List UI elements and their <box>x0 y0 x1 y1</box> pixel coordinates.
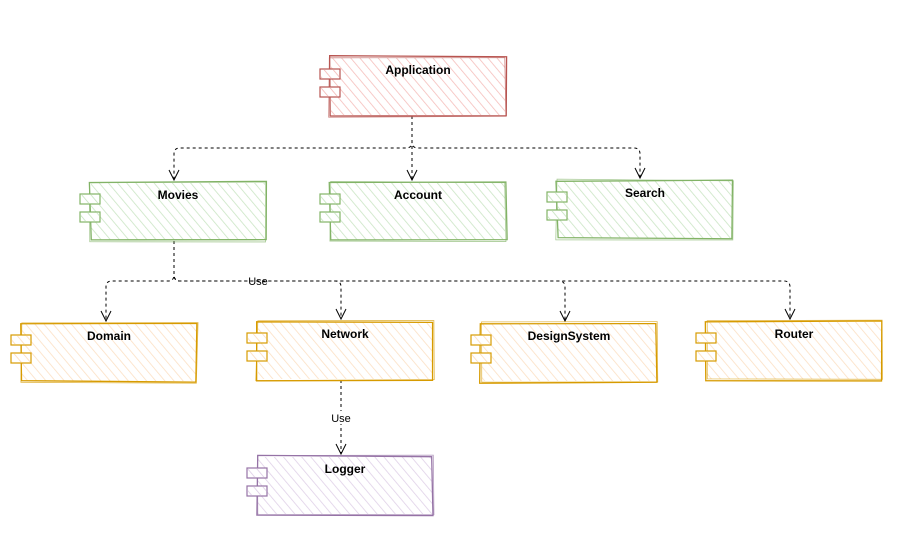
component-label: Application <box>385 63 450 77</box>
component-fill <box>331 183 505 240</box>
edge-line <box>173 241 791 319</box>
edge-label-background <box>330 411 352 424</box>
component-fill <box>707 322 881 379</box>
component-label: Search <box>625 186 665 200</box>
edge-movies-to-domain <box>100 241 175 323</box>
component-domain[interactable]: Domain <box>10 322 199 384</box>
component-fill <box>558 181 732 238</box>
arrowhead-icon <box>406 169 418 182</box>
component-label: DesignSystem <box>528 329 611 343</box>
component-movies[interactable]: Movies <box>79 180 268 243</box>
component-fill <box>91 183 265 240</box>
edge-movies-to-router <box>173 241 796 321</box>
component-label: Account <box>394 188 442 202</box>
arrowhead-icon <box>335 443 347 456</box>
component-search[interactable]: Search <box>546 178 734 241</box>
component-account[interactable]: Account <box>319 180 508 242</box>
component-designsystem[interactable]: DesignSystem <box>470 321 659 384</box>
component-fill <box>331 58 505 115</box>
component-logger[interactable]: Logger <box>246 454 435 517</box>
component-fill <box>22 324 196 381</box>
arrowhead-icon <box>784 308 796 321</box>
component-label: Router <box>775 327 814 341</box>
arrowhead-icon <box>559 310 571 323</box>
edge-application-to-movies <box>168 116 413 182</box>
edge-line <box>411 116 641 178</box>
edge-application-to-search <box>411 116 646 180</box>
arrowhead-icon <box>168 169 180 182</box>
component-fill <box>258 457 432 514</box>
component-application[interactable]: Application <box>319 55 508 118</box>
component-fill <box>258 322 432 379</box>
edge-movies-to-network: Use <box>173 241 347 321</box>
arrowhead-icon <box>634 167 646 180</box>
component-label: Network <box>321 327 369 341</box>
arrowhead-icon <box>335 308 347 321</box>
component-network[interactable]: Network <box>246 320 435 382</box>
component-label: Movies <box>158 188 199 202</box>
component-fill <box>482 324 656 381</box>
arrowhead-icon <box>100 310 112 323</box>
component-label: Domain <box>87 329 131 343</box>
component-label: Logger <box>325 462 366 476</box>
edge-network-to-logger: Use <box>330 380 352 456</box>
edge-label: Use <box>331 413 351 425</box>
component-router[interactable]: Router <box>695 319 883 382</box>
edge-line <box>173 116 413 180</box>
edge-application-to-account <box>406 116 418 182</box>
edge-line <box>105 241 175 321</box>
edge-label: Use <box>248 276 268 288</box>
